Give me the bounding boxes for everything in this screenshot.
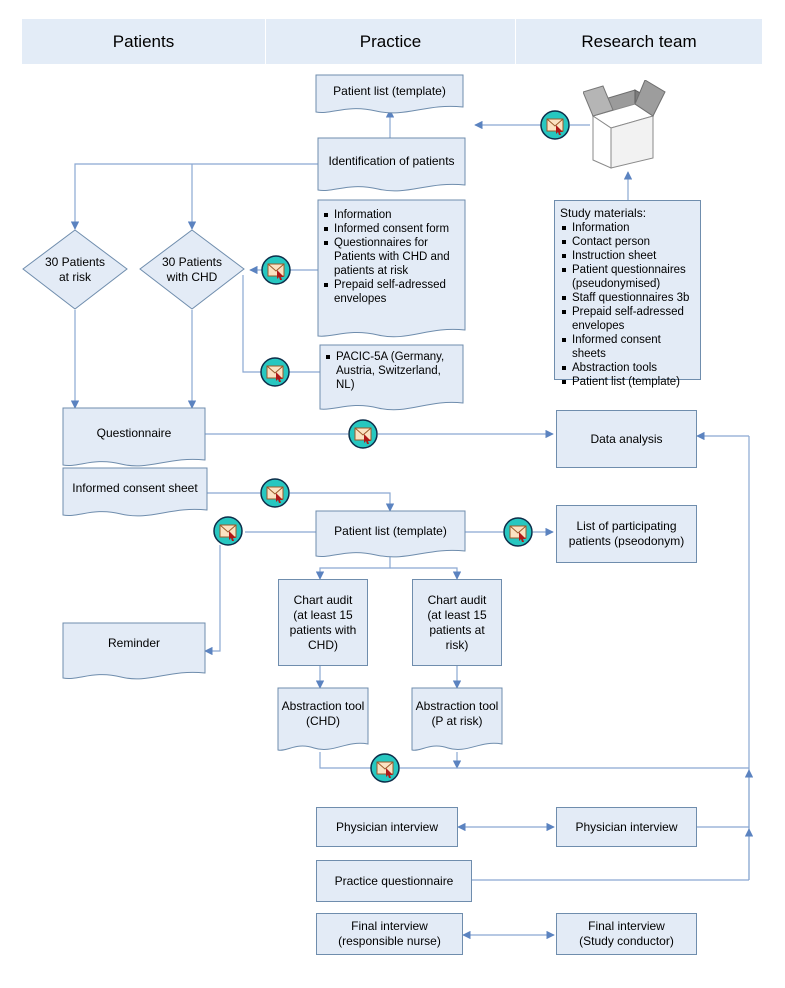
patients-at-risk-decision: 30 Patients at risk xyxy=(22,229,128,310)
final-interview-nurse: Final interview (responsible nurse) xyxy=(316,913,463,955)
data-analysis: Data analysis xyxy=(556,410,697,468)
node-label: Informed consent sheet xyxy=(72,480,198,495)
list-item: Contact person xyxy=(560,235,695,249)
node-label: Abstraction tool (CHD) xyxy=(281,699,365,728)
node-label: Identification of patients xyxy=(328,154,455,168)
envelope-mail-icon xyxy=(540,110,570,140)
final-interview-conductor: Final interview (Study conductor) xyxy=(556,913,697,955)
patient-list-template-mid: Patient list (template) xyxy=(315,510,466,558)
envelope-mail-icon xyxy=(261,255,291,285)
column-header-research: Research team xyxy=(516,19,762,64)
envelope-mail-icon xyxy=(348,419,378,449)
node-label: Reminder xyxy=(107,635,161,650)
node-label: Questionnaire xyxy=(96,425,172,440)
list-item: PACIC-5A (Germany, Austria, Switzerland,… xyxy=(324,350,462,392)
practice-materials-list: Information Informed consent form Questi… xyxy=(322,208,462,306)
list-item: Informed consent sheets xyxy=(560,333,695,361)
list-item: Staff questionnaires 3b xyxy=(560,291,695,305)
abstraction-tool-risk: Abstraction tool (P at risk) xyxy=(411,687,503,752)
patients-with-chd-decision: 30 Patients with CHD xyxy=(139,229,245,310)
envelope-mail-icon xyxy=(370,753,400,783)
list-item: Patient list (template) xyxy=(560,375,695,389)
node-label: Abstraction tool (P at risk) xyxy=(415,699,499,728)
node-label: 30 Patients with CHD xyxy=(161,254,223,284)
envelope-mail-icon xyxy=(260,478,290,508)
node-label: Patient list (template) xyxy=(334,523,447,538)
identification-of-patients: Identification of patients xyxy=(317,137,466,192)
physician-interview-practice: Physician interview xyxy=(316,807,458,847)
list-item: Information xyxy=(322,208,462,222)
list-item: Prepaid self-adressed envelopes xyxy=(322,278,462,306)
study-materials: Study materials: Information Contact per… xyxy=(554,200,701,388)
list-item: Prepaid self-adressed envelopes xyxy=(560,305,695,333)
envelope-mail-icon xyxy=(260,357,290,387)
abstraction-tool-chd: Abstraction tool (CHD) xyxy=(277,687,369,752)
column-header-patients: Patients xyxy=(22,19,265,64)
questionnaire: Questionnaire xyxy=(62,407,206,467)
chart-audit-chd: Chart audit (at least 15 patients with C… xyxy=(278,579,368,666)
list-item: Instruction sheet xyxy=(560,249,695,263)
list-item: Patient questionnaires (pseudonymised) xyxy=(560,263,695,291)
study-materials-title: Study materials: xyxy=(560,206,647,220)
envelope-mail-icon xyxy=(503,517,533,547)
list-item: Informed consent form xyxy=(322,222,462,236)
reminder: Reminder xyxy=(62,622,206,680)
node-label: 30 Patients at risk xyxy=(44,254,106,284)
pacic-document xyxy=(319,344,464,413)
list-item: Information xyxy=(560,221,695,235)
physician-interview-research: Physician interview xyxy=(556,807,697,847)
pacic-list: PACIC-5A (Germany, Austria, Switzerland,… xyxy=(324,350,462,392)
chart-audit-risk: Chart audit (at least 15 patients at ris… xyxy=(412,579,502,666)
node-label: Patient list (template) xyxy=(333,83,446,98)
list-item: Abstraction tools xyxy=(560,361,695,375)
patient-list-template-top: Patient list (template) xyxy=(315,74,464,114)
practice-materials-document xyxy=(317,199,466,340)
list-of-participating-patients: List of participating patients (pseodony… xyxy=(556,505,697,563)
column-header-practice: Practice xyxy=(266,19,515,64)
practice-questionnaire: Practice questionnaire xyxy=(316,860,472,902)
list-item: Questionnaires for Patients with CHD and… xyxy=(322,236,462,278)
open-box-icon xyxy=(583,80,666,169)
envelope-mail-icon xyxy=(213,516,243,546)
informed-consent-sheet: Informed consent sheet xyxy=(62,467,208,517)
